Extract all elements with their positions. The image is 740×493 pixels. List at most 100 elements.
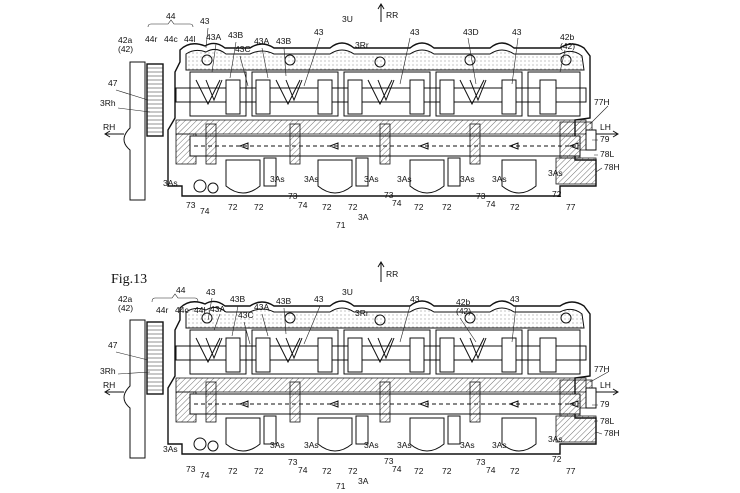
top-figure: RR RH LH 42a (42) 44 44r 44c 44l 43 43A … — [100, 3, 620, 230]
label-74-4: 74 — [486, 199, 496, 209]
label-79: 79 — [600, 134, 610, 144]
bottom-figure: RR RH LH 42a (42) 44 44r 44c 44l 43 43A … — [100, 261, 620, 491]
label-74-1: 74 — [200, 206, 210, 216]
label-72-3: 72 — [322, 466, 332, 476]
label-42a-paren: (42) — [118, 44, 133, 54]
label-3Rr: 3Rr — [355, 308, 369, 318]
label-78H: 78H — [604, 162, 620, 172]
label-78H: 78H — [604, 428, 620, 438]
label-42a: 42a — [118, 35, 132, 45]
label-43-3: 43 — [410, 294, 420, 304]
label-3As-3: 3As — [304, 440, 319, 450]
rr-arrow-icon — [377, 3, 385, 22]
label-43-3: 43 — [410, 27, 420, 37]
figure-caption: Fig.13 — [111, 272, 147, 287]
label-73-4: 73 — [476, 191, 486, 201]
label-43A-1: 43A — [206, 32, 221, 42]
label-72-7: 72 — [510, 466, 520, 476]
label-44c: 44c — [164, 34, 178, 44]
label-73-3: 73 — [384, 190, 394, 200]
label-3Rr: 3Rr — [355, 40, 369, 50]
label-3As-7: 3As — [492, 440, 507, 450]
rr-label: RR — [386, 10, 398, 20]
label-3As-8: 3As — [548, 434, 563, 444]
label-44r: 44r — [156, 305, 168, 315]
label-44l: 44l — [184, 34, 195, 44]
label-72-4: 72 — [348, 202, 358, 212]
label-73-4: 73 — [476, 457, 486, 467]
label-71: 71 — [336, 481, 346, 491]
label-3U: 3U — [342, 14, 353, 24]
label-3As-2: 3As — [270, 174, 285, 184]
label-42a: 42a — [118, 294, 132, 304]
label-72-8: 72 — [552, 189, 562, 199]
label-77H: 77H — [594, 364, 610, 374]
label-3As-3: 3As — [304, 174, 319, 184]
rr-arrow-icon — [377, 261, 385, 282]
label-73-1: 73 — [186, 200, 196, 210]
label-78L: 78L — [600, 416, 614, 426]
label-78L: 78L — [600, 149, 614, 159]
label-3As-5: 3As — [397, 174, 412, 184]
label-43B-2: 43B — [276, 296, 291, 306]
label-42b-paren: (42) — [560, 41, 575, 51]
label-72-8: 72 — [552, 454, 562, 464]
label-73-1: 73 — [186, 464, 196, 474]
label-42b: 42b — [456, 297, 470, 307]
label-43C: 43C — [235, 44, 251, 54]
label-3Rh: 3Rh — [100, 98, 116, 108]
label-72-6: 72 — [442, 202, 452, 212]
lh-arrow-icon — [596, 388, 619, 396]
rh-arrow-icon — [104, 388, 124, 396]
label-43D: 43D — [463, 27, 479, 37]
label-3As-6: 3As — [460, 440, 475, 450]
label-72-2: 72 — [254, 466, 264, 476]
lh-arrow-icon — [596, 130, 619, 138]
label-73-3: 73 — [384, 456, 394, 466]
label-72-3: 72 — [322, 202, 332, 212]
label-3As-8: 3As — [548, 168, 563, 178]
rh-arrow-icon — [104, 130, 124, 138]
label-43B-2: 43B — [276, 36, 291, 46]
rh-label: RH — [103, 380, 115, 390]
label-74-3: 74 — [392, 464, 402, 474]
label-44: 44 — [166, 11, 176, 21]
label-72-5: 72 — [414, 466, 424, 476]
label-44l: 44l — [194, 305, 205, 315]
label-47: 47 — [108, 340, 118, 350]
label-74-2: 74 — [298, 200, 308, 210]
label-71: 71 — [336, 220, 346, 230]
label-42a-paren: (42) — [118, 303, 133, 313]
label-77H: 77H — [594, 97, 610, 107]
label-43-4: 43 — [512, 27, 522, 37]
label-3Rh: 3Rh — [100, 366, 116, 376]
label-44: 44 — [176, 285, 186, 295]
label-43-4: 43 — [510, 294, 520, 304]
label-43B-1: 43B — [228, 30, 243, 40]
label-42b: 42b — [560, 32, 574, 42]
label-43A-2: 43A — [254, 302, 269, 312]
label-3As-7: 3As — [492, 174, 507, 184]
label-43B-1: 43B — [230, 294, 245, 304]
label-72-5: 72 — [414, 202, 424, 212]
lh-label: LH — [600, 122, 611, 132]
label-77: 77 — [566, 202, 576, 212]
label-72-6: 72 — [442, 466, 452, 476]
label-72-7: 72 — [510, 202, 520, 212]
label-74-1: 74 — [200, 470, 210, 480]
label-43-2: 43 — [314, 27, 324, 37]
label-72-1: 72 — [228, 466, 238, 476]
label-3As-1: 3As — [163, 444, 178, 454]
label-44r: 44r — [145, 34, 157, 44]
label-43-2: 43 — [314, 294, 324, 304]
label-3As-4: 3As — [364, 174, 379, 184]
lh-label: LH — [600, 380, 611, 390]
label-79: 79 — [600, 399, 610, 409]
label-73-2: 73 — [288, 191, 298, 201]
label-43C: 43C — [238, 310, 254, 320]
label-43A-2: 43A — [254, 36, 269, 46]
label-3As-4: 3As — [364, 440, 379, 450]
label-72-4: 72 — [348, 466, 358, 476]
label-47: 47 — [108, 78, 118, 88]
